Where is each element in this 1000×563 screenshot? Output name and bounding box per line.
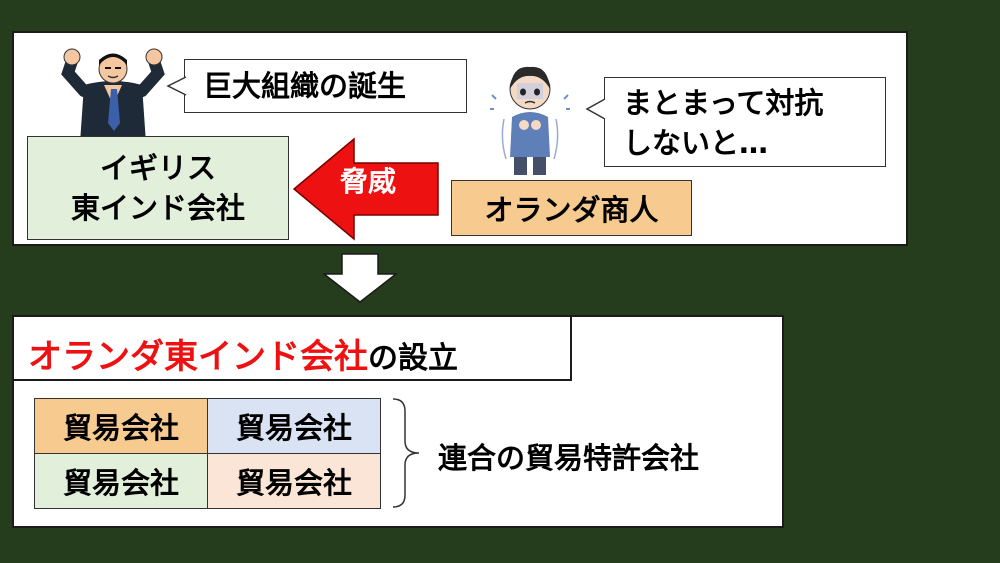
bubble-birth-text: 巨大組織の誕生 [203,69,407,103]
dutch-merchants-label: オランダ商人 [484,193,659,227]
trading-company-cell: 貿易会社 [207,453,381,509]
bubble-resist-line1: まとまって対抗 [623,86,824,120]
alliance-label: 連合の貿易特許会社 [438,441,700,475]
speech-bubble-birth: 巨大組織の誕生 [184,59,467,113]
bottom-panel: オランダ東インド会社の設立 貿易会社 貿易会社 貿易会社 貿易会社 連合の貿易特… [12,315,784,528]
trading-company-cell: 貿易会社 [34,398,208,454]
dutch-merchants-box: オランダ商人 [451,180,692,236]
page-title: オランダ東インド会社の設立 [28,329,458,378]
bubble-resist-text: まとまって対抗 しないと… [623,83,823,163]
eic-line2: 東インド会社 [70,191,245,225]
bubble-tail-left [166,76,187,96]
right-brace [392,398,420,508]
worried-man-icon [490,66,570,175]
bubble-tail-right [585,98,606,120]
down-arrow [322,253,398,303]
eic-line1: イギリス [99,151,216,185]
title-box: オランダ東インド会社の設立 [12,315,572,381]
bubble-resist-line2: しないと… [623,126,769,160]
threat-arrow [292,137,439,241]
speech-bubble-resist: まとまって対抗 しないと… [604,77,886,167]
trading-company-cell: 貿易会社 [207,398,381,454]
english-eic-box: イギリス 東インド会社 [27,136,289,240]
strong-businessman-icon [61,48,165,143]
threat-label: 脅威 [340,165,397,198]
title-establishment: の設立 [368,341,458,376]
top-panel: 巨大組織の誕生 まとまって対抗 しないと… イギリス 東インド会社 [12,31,908,246]
trading-company-cell: 貿易会社 [34,453,208,509]
title-vou: オランダ東インド会社 [28,337,368,377]
